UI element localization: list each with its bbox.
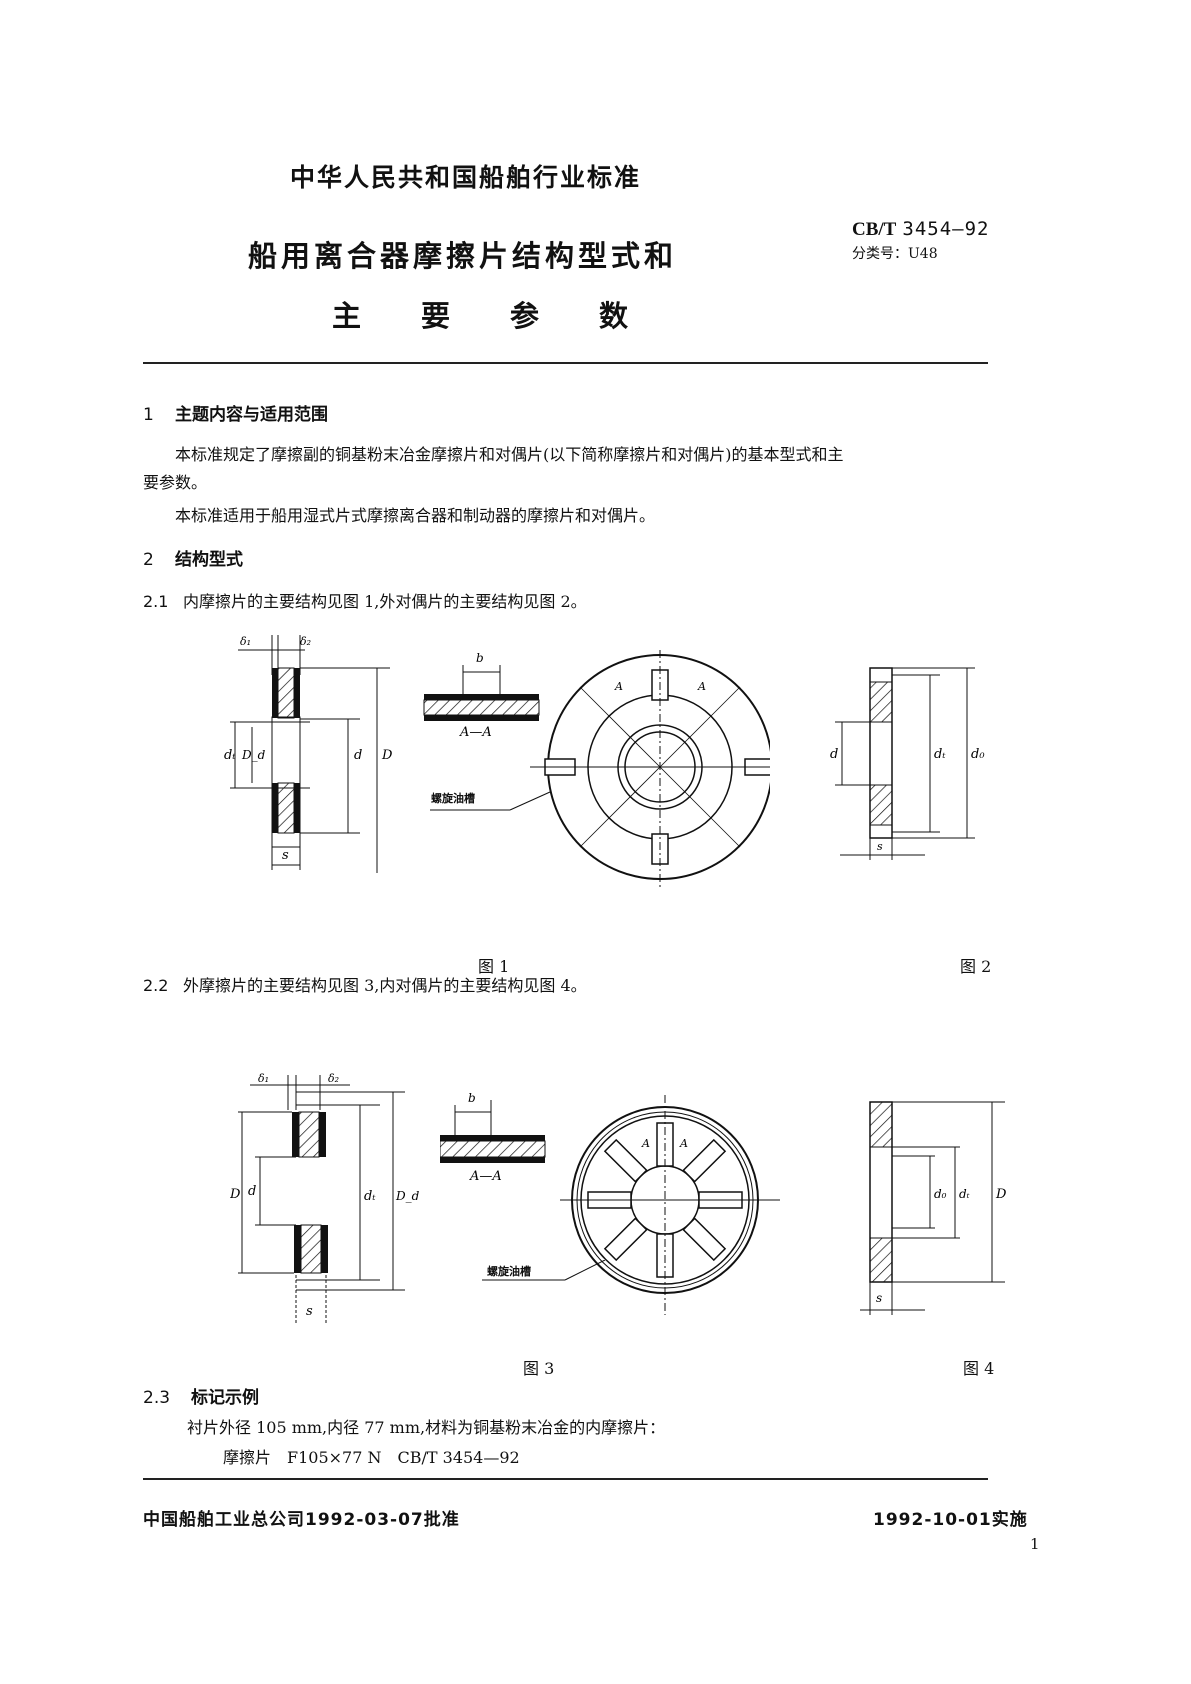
label-dt: dₜ — [224, 748, 236, 763]
label-d: d — [248, 1184, 256, 1199]
section-1-para1-line2: 要参数。 — [143, 473, 208, 492]
label-D: D — [230, 1187, 241, 1202]
figure-4-side-view: d₀ dₜ D s — [860, 1101, 1007, 1315]
leader-line — [430, 791, 551, 811]
label-Dd: D_d — [241, 748, 266, 762]
marking-example-description: 衬片外径 105 mm,内径 77 mm,材料为铜基粉末冶金的内摩擦片： — [187, 1418, 666, 1437]
section-number: 2 — [143, 550, 154, 570]
label-b: b — [476, 651, 484, 665]
figure-1-side-view: δ₁ δ₂ dₜ D_d d D s — [224, 635, 393, 873]
standard-code: CB/T 3454—92 — [852, 218, 989, 241]
clause-text: 内摩擦片的主要结构见图 1,外对偶片的主要结构见图 2。 — [183, 592, 587, 611]
section-1-heading: 1 主题内容与适用范围 — [143, 400, 328, 425]
section-title: 结构型式 — [175, 550, 243, 570]
label-d0: d₀ — [934, 1187, 947, 1201]
label-Dd: D_d — [395, 1189, 420, 1203]
section-1-para2: 本标准适用于船用湿式片式摩擦离合器和制动器的摩擦片和对偶片。 — [175, 506, 656, 525]
figure-2-caption: 图 2 — [960, 957, 992, 976]
title-char: 数 — [599, 299, 629, 333]
label-delta2: δ₂ — [300, 635, 311, 648]
marking-example: 摩擦片 F105×77 N CB/T 3454—92 — [223, 1448, 520, 1467]
label-s: s — [877, 840, 883, 853]
section-2-2: 2.2 外摩擦片的主要结构见图 3,内对偶片的主要结构见图 4。 — [143, 972, 587, 1000]
document-title-line2: 主要参数 — [332, 293, 688, 335]
clause-number: 2.2 — [143, 976, 169, 995]
figure-3-front-view: A A — [560, 1095, 780, 1315]
standard-prefix: CB/T — [852, 219, 897, 240]
title-char: 主 — [332, 299, 362, 333]
label-spiral-oil-groove: 螺旋油槽 — [431, 792, 475, 805]
standard-number: 3454—92 — [902, 218, 990, 240]
classification-number: 分类号：U48 — [852, 246, 938, 262]
effective-date: 1992-10-01实施 — [873, 1510, 1028, 1530]
label-delta1: δ₁ — [240, 635, 251, 648]
clause-text: 外摩擦片的主要结构见图 3,内对偶片的主要结构见图 4。 — [183, 976, 587, 995]
label-section-aa: A—A — [459, 725, 492, 740]
label-d0: d₀ — [971, 747, 985, 762]
figure-1-section-aa: b A—A — [423, 651, 540, 740]
footer-divider — [143, 1478, 988, 1480]
label-d: d — [354, 748, 362, 763]
label-delta1: δ₁ — [258, 1072, 269, 1085]
title-char: 要 — [421, 299, 451, 333]
label-s: s — [876, 1291, 882, 1305]
approval-info: 中国船舶工业总公司1992-03-07批准 — [143, 1510, 460, 1530]
section-number: 1 — [143, 405, 154, 425]
figure-1-front-view: A A — [530, 650, 770, 890]
figure-3-caption: 图 3 — [523, 1359, 555, 1378]
label-spiral-oil-groove: 螺旋油槽 — [487, 1265, 531, 1278]
label-section-mark-right: A — [679, 1137, 688, 1150]
section-title: 标记示例 — [191, 1388, 259, 1408]
label-section-aa: A—A — [469, 1169, 502, 1184]
figure-2-side-view: d dₜ d₀ s — [830, 667, 985, 860]
figure-3-section-aa: b A—A — [440, 1091, 546, 1184]
label-D: D — [381, 748, 393, 763]
section-1-para1-line1: 本标准规定了摩擦副的铜基粉末冶金摩擦片和对偶片(以下简称摩擦片和对偶片)的基本型… — [175, 445, 844, 464]
section-2-3-heading: 2.3 标记示例 — [143, 1383, 259, 1408]
label-s: s — [282, 848, 289, 863]
section-2-1: 2.1 内摩擦片的主要结构见图 1,外对偶片的主要结构见图 2。 — [143, 588, 587, 616]
title-char: 参 — [510, 299, 540, 333]
label-d: d — [830, 747, 838, 762]
label-dt: dₜ — [934, 747, 946, 762]
label-dt: dₜ — [364, 1189, 376, 1204]
label-section-mark-left: A — [641, 1137, 650, 1150]
section-number: 2.3 — [143, 1388, 171, 1408]
section-title: 主题内容与适用范围 — [175, 405, 328, 425]
figure-4-caption: 图 4 — [963, 1359, 995, 1378]
document-title-line1: 船用离合器摩擦片结构型式和 — [248, 239, 678, 273]
clause-number: 2.1 — [143, 592, 169, 611]
label-section-mark-right: A — [697, 680, 706, 693]
label-s: s — [306, 1304, 313, 1319]
label-b: b — [468, 1091, 476, 1105]
section-2-heading: 2 结构型式 — [143, 545, 243, 570]
label-dt: dₜ — [959, 1187, 970, 1201]
figure-1-caption: 图 1 — [478, 957, 510, 976]
issuing-organization: 中华人民共和国船舶行业标准 — [290, 163, 642, 192]
label-section-mark-left: A — [614, 680, 623, 693]
figure-3-side-view: δ₁ δ₂ D d dₜ D_d s — [230, 1072, 420, 1325]
label-D: D — [995, 1187, 1007, 1202]
label-delta2: δ₂ — [328, 1072, 339, 1085]
page-number: 1 — [1030, 1535, 1040, 1553]
leader-line — [482, 1260, 606, 1281]
header-divider — [143, 362, 988, 364]
